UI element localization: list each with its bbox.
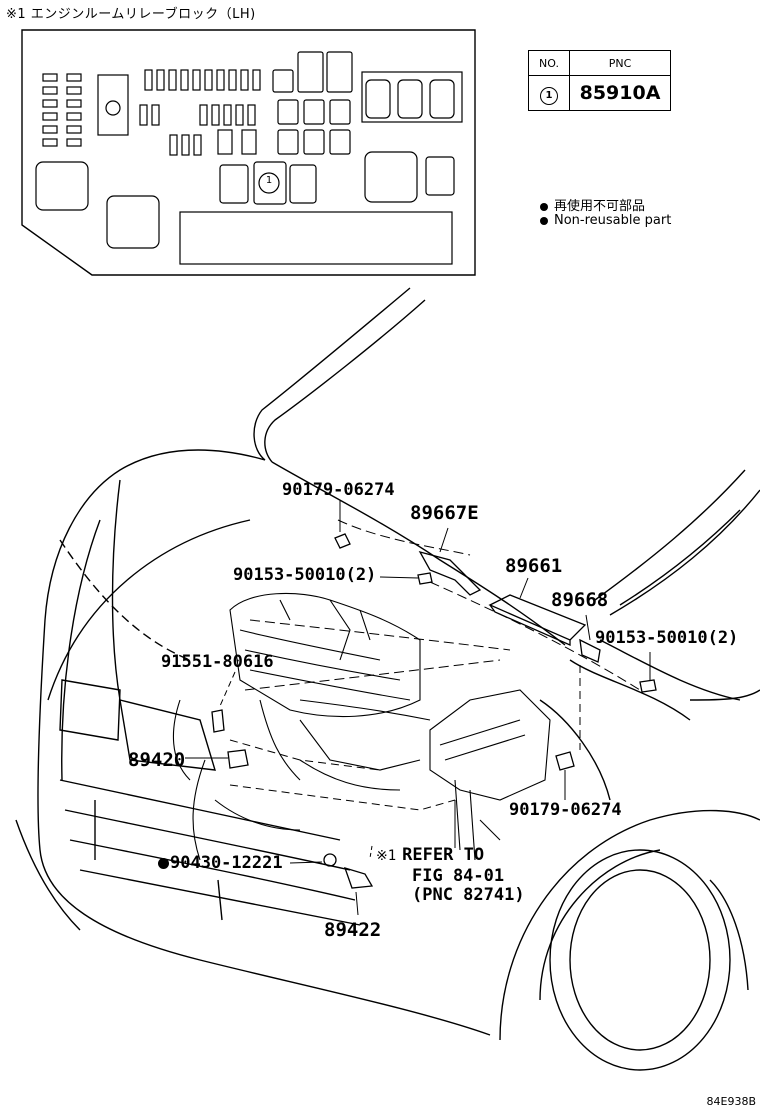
vehicle-body-outline — [15, 287, 760, 1071]
non-reusable-dot-icon — [540, 216, 548, 225]
relay-block-fuse-grid — [42, 73, 129, 147]
part-90153-right[interactable]: 90153-50010(2) — [595, 628, 739, 648]
pnc-row-pnc: 85910A — [569, 75, 671, 111]
refer-line-2[interactable]: FIG 84-01 — [412, 866, 505, 886]
part-91551[interactable]: 91551-80616 — [161, 652, 274, 672]
non-reusable-dot-icon — [540, 202, 548, 211]
legend-item-jp-text: 再使用不可部品 — [554, 199, 646, 214]
refer-mark: ※1 — [376, 848, 397, 864]
refer-line-1: ※1 REFER TO — [376, 845, 484, 866]
part-90430-number: 90430-12221 — [170, 853, 283, 873]
non-reusable-dot-icon — [158, 857, 169, 869]
block-fuse-number: 1 — [265, 175, 273, 186]
parts-sketch — [211, 533, 657, 889]
refer-line-1-text: REFER TO — [402, 845, 485, 865]
leader-lines — [185, 500, 651, 916]
pnc-col-pnc: PNC — [569, 50, 671, 76]
pnc-table: NO. PNC 1 85910A — [528, 50, 671, 111]
part-89661[interactable]: 89661 — [505, 555, 563, 577]
pnc-col-no: NO. — [528, 50, 570, 76]
pnc-row-no-circle: 1 — [540, 87, 558, 105]
relay-block-outline — [21, 29, 476, 276]
drawing-code: 84E938B — [706, 1095, 757, 1108]
part-90179-bottom[interactable]: 90179-06274 — [509, 800, 622, 820]
part-89667e[interactable]: 89667E — [410, 502, 479, 524]
refer-line-3[interactable]: (PNC 82741) — [412, 885, 525, 905]
pnc-row-no: 1 — [528, 75, 570, 111]
part-89420[interactable]: 89420 — [128, 749, 186, 771]
part-90430[interactable]: 90430-12221 — [158, 853, 283, 873]
legend-item-en-text: Non-reusable part — [554, 213, 672, 228]
relay-block-mini-fuses — [139, 69, 261, 156]
relay-block-relays — [35, 51, 463, 265]
part-90153-left[interactable]: 90153-50010(2) — [233, 565, 377, 585]
part-89422[interactable]: 89422 — [324, 919, 382, 941]
legend-item-en: Non-reusable part — [540, 213, 671, 228]
part-90179-top[interactable]: 90179-06274 — [282, 480, 395, 500]
engine-bay-sketch — [172, 592, 551, 861]
part-89668[interactable]: 89668 — [551, 589, 609, 611]
legend-item-jp: 再使用不可部品 — [540, 195, 645, 214]
relay-block-caption: ※1 エンジンルームリレーブロック（LH) — [6, 7, 256, 22]
